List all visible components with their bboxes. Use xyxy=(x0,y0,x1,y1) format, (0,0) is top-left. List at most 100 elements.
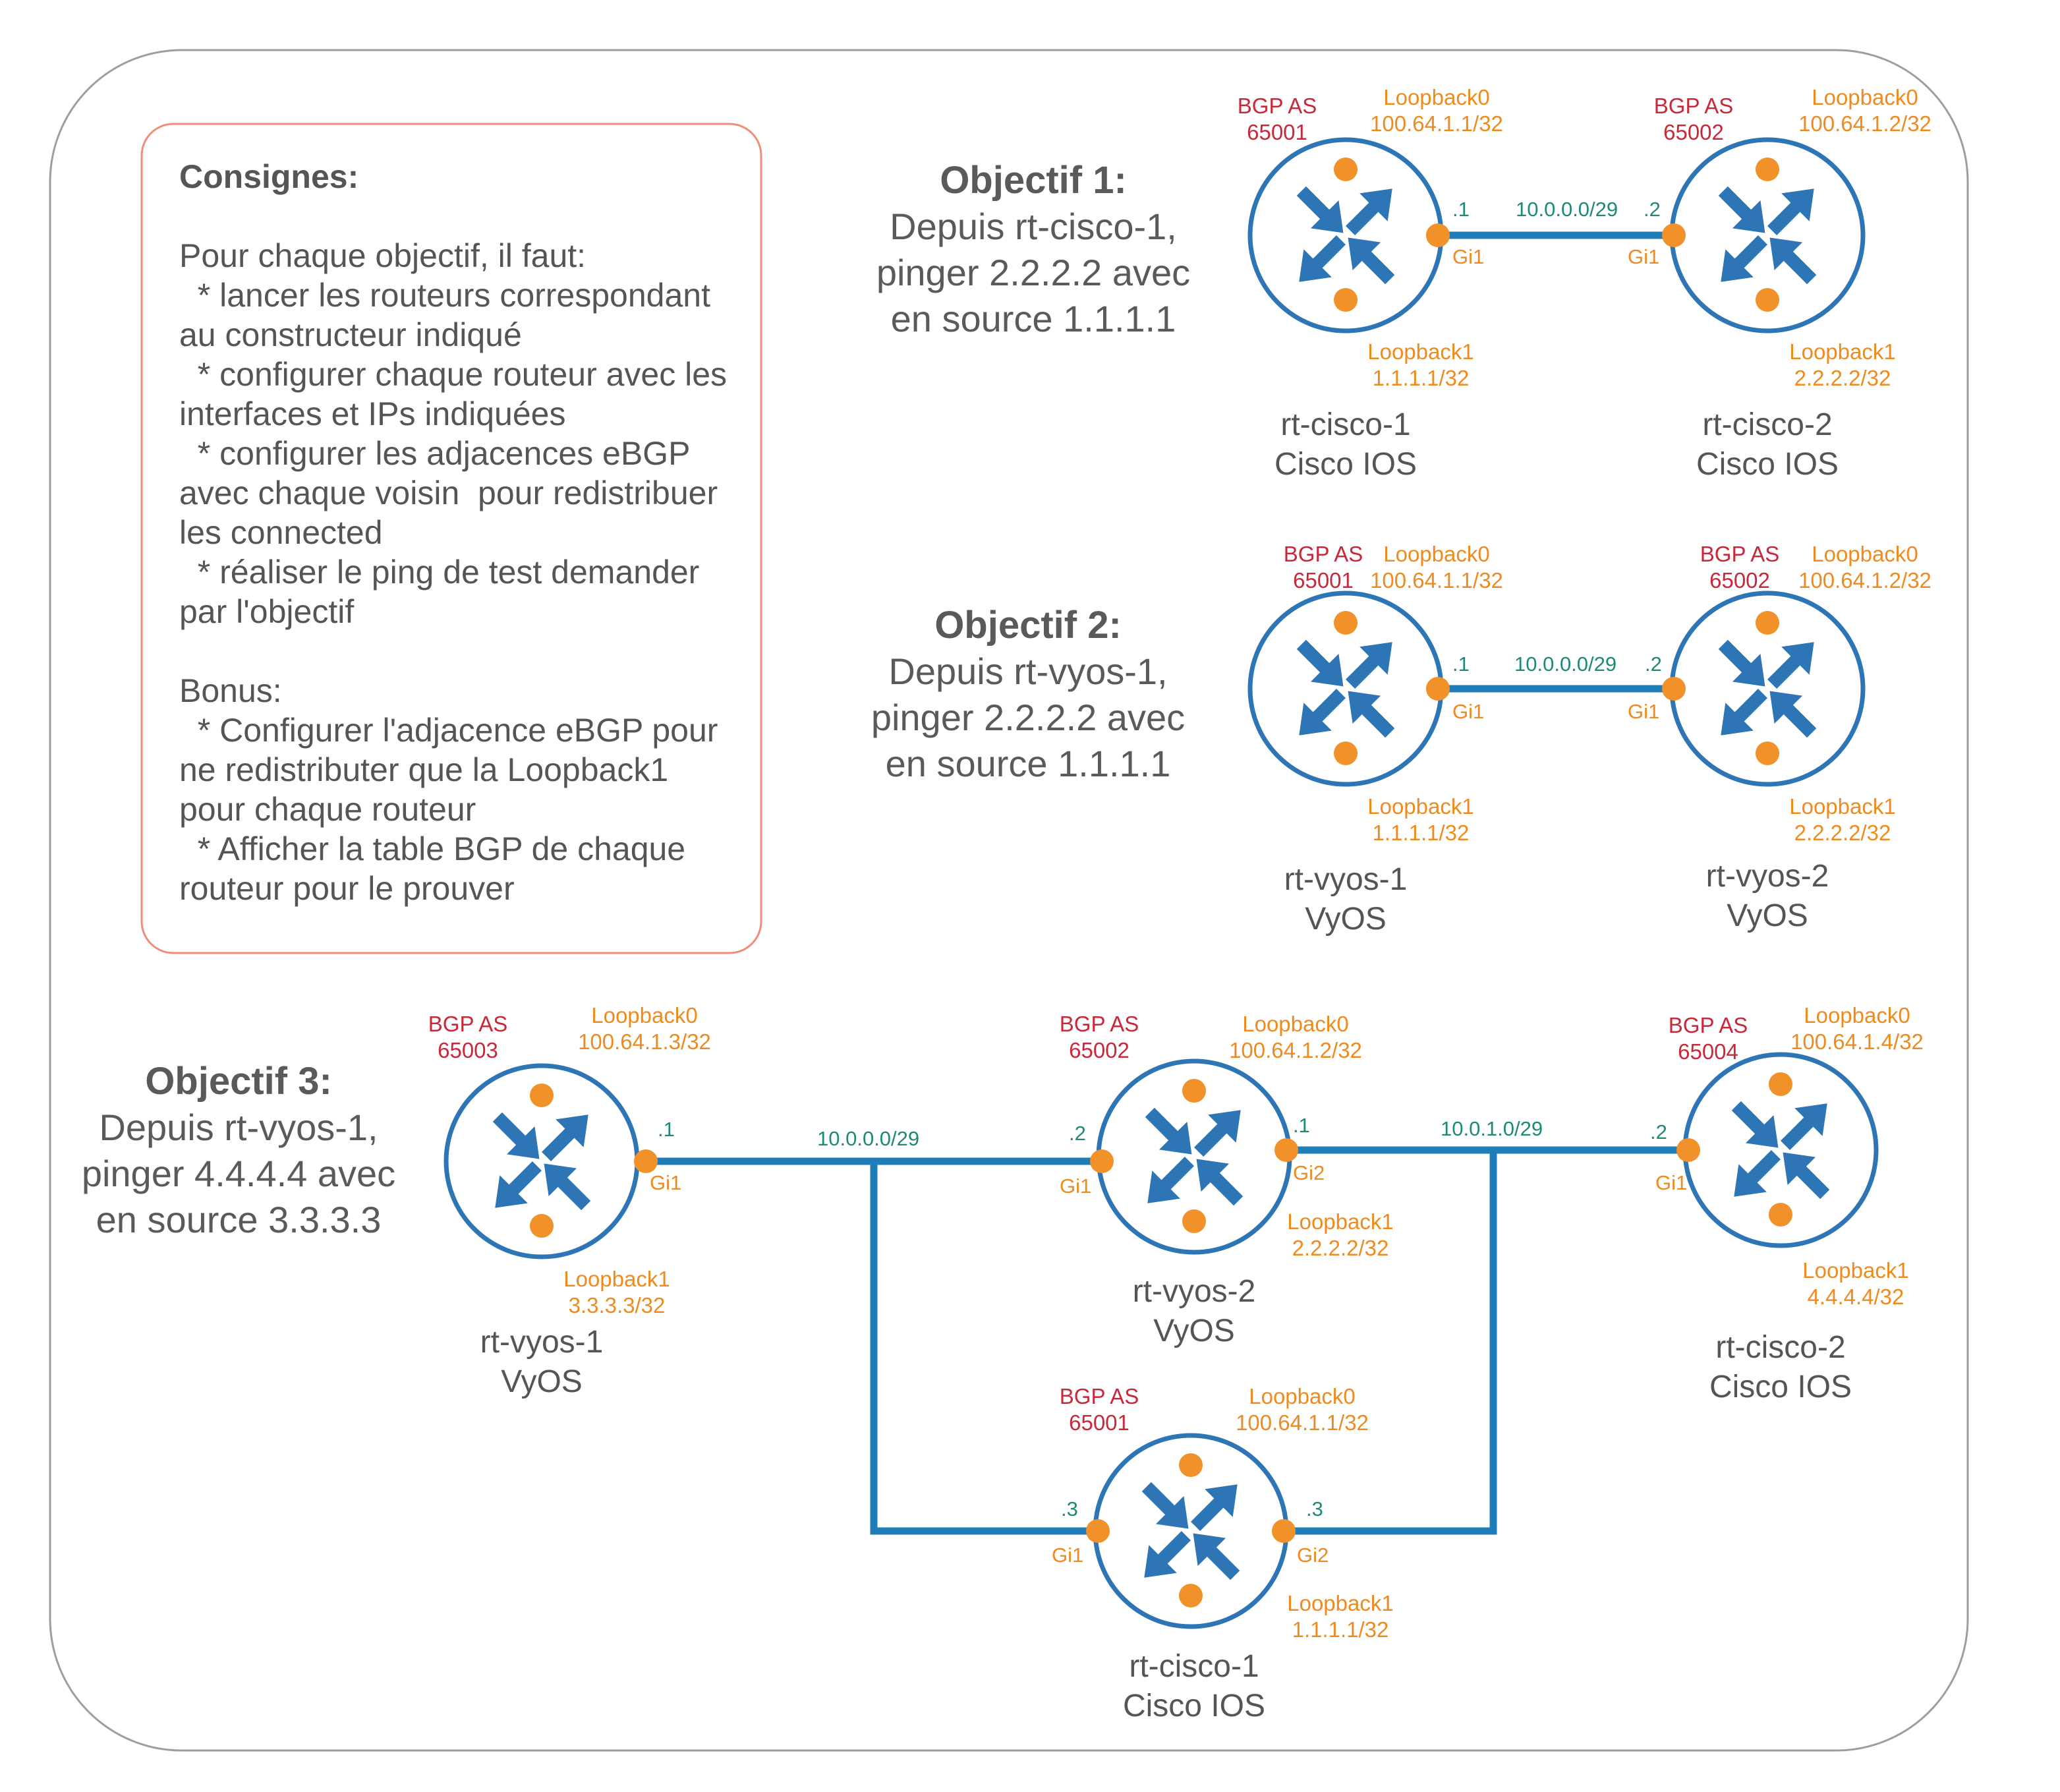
o1-link-labels: .1 Gi1 10.0.0.0/29 .2 Gi1 xyxy=(1452,198,1661,268)
objective-3-line: en source 3.3.3.3 xyxy=(96,1199,382,1240)
router-name: rt-vyos-2 xyxy=(1706,859,1829,894)
bgp-as-number: 65001 xyxy=(1247,120,1307,144)
port-gi1[interactable] xyxy=(1662,677,1686,701)
interface-name: Gi1 xyxy=(1452,245,1484,268)
loopback1-ip: 2.2.2.2/32 xyxy=(1292,1236,1389,1260)
loopback0-label: Loopback0 xyxy=(1383,85,1489,109)
bgp-as-label: BGP AS xyxy=(1060,1384,1139,1408)
router-os: VyOS xyxy=(1305,902,1387,937)
interface-ip: .1 xyxy=(1293,1114,1310,1137)
consignes-line: avec chaque voisin pour redistribuer xyxy=(179,475,718,511)
loopback0-ip: 100.64.1.2/32 xyxy=(1229,1038,1362,1062)
interface-name: Gi2 xyxy=(1297,1544,1329,1567)
consignes-line: * lancer les routeurs correspondant xyxy=(179,277,710,314)
objective-1-line: Depuis rt-cisco-1, xyxy=(890,206,1177,247)
o2-r2-labels: BGP AS 65002 Loopback0 100.64.1.2/32 Loo… xyxy=(1700,542,1931,933)
loopback0-label: Loopback0 xyxy=(591,1003,697,1027)
router-rt-cisco-1[interactable] xyxy=(1095,1435,1286,1627)
bgp-as-number: 65002 xyxy=(1709,568,1770,593)
objective-3-line: Depuis rt-vyos-1, xyxy=(99,1107,378,1148)
consignes-line: ne redistributer que la Loopback1 xyxy=(179,751,668,788)
loopback1-label: Loopback1 xyxy=(1802,1258,1908,1283)
bgp-as-number: 65001 xyxy=(1293,568,1354,593)
o3-link-labels: .1 Gi1 10.0.0.0/29 .2 Gi1 .1 Gi2 10.0.1.… xyxy=(650,1114,1687,1567)
objective-3-text: Objectif 3: Depuis rt-vyos-1, pinger 4.4… xyxy=(82,1060,395,1240)
consignes-panel: Consignes: Pour chaque objectif, il faut… xyxy=(140,123,762,954)
loopback0-label: Loopback0 xyxy=(1249,1384,1355,1408)
objective-3-line: pinger 4.4.4.4 avec xyxy=(82,1153,395,1194)
router-os: Cisco IOS xyxy=(1123,1689,1265,1723)
router-name: rt-cisco-1 xyxy=(1280,407,1410,442)
router-os: Cisco IOS xyxy=(1274,447,1417,482)
loopback0-ip: 100.64.1.1/32 xyxy=(1370,568,1503,593)
interface-ip: .3 xyxy=(1061,1497,1078,1520)
loopback1-label: Loopback1 xyxy=(1367,339,1473,364)
o3-vyos1-labels: BGP AS 65003 Loopback0 100.64.1.3/32 Loo… xyxy=(428,1003,711,1399)
interface-ip: .2 xyxy=(1644,198,1661,221)
bgp-as-label: BGP AS xyxy=(1700,542,1779,566)
consignes-line: Pour chaque objectif, il faut: xyxy=(179,237,586,274)
bgp-as-label: BGP AS xyxy=(1654,94,1733,118)
loopback0-label: Loopback0 xyxy=(1804,1003,1910,1027)
loopback1-ip: 2.2.2.2/32 xyxy=(1794,821,1891,845)
subnet-label: 10.0.1.0/29 xyxy=(1441,1117,1543,1140)
router-rt-cisco-1[interactable] xyxy=(1250,140,1441,331)
interface-name: Gi1 xyxy=(1628,700,1659,723)
bgp-as-label: BGP AS xyxy=(1284,542,1363,566)
interface-ip: .3 xyxy=(1306,1497,1323,1520)
loopback0-ip: 100.64.1.4/32 xyxy=(1790,1029,1924,1054)
objective-3-lan2-branch xyxy=(1284,1150,1497,1535)
interface-name: Gi1 xyxy=(1655,1171,1687,1194)
interface-ip: .2 xyxy=(1645,652,1662,676)
port-gi1[interactable] xyxy=(1426,677,1450,701)
loopback1-ip: 4.4.4.4/32 xyxy=(1808,1285,1904,1309)
consignes-line: pour chaque routeur xyxy=(179,791,476,828)
router-rt-vyos-2[interactable] xyxy=(1099,1061,1290,1252)
router-rt-cisco-2[interactable] xyxy=(1672,140,1863,331)
bgp-as-number: 65003 xyxy=(438,1038,498,1062)
router-rt-cisco-2[interactable] xyxy=(1685,1055,1876,1246)
port-gi1[interactable] xyxy=(1086,1519,1110,1543)
port-gi1[interactable] xyxy=(634,1149,658,1173)
loopback1-label: Loopback1 xyxy=(1367,794,1473,819)
interface-ip: .1 xyxy=(1452,652,1470,676)
port-gi2[interactable] xyxy=(1272,1519,1296,1543)
loopback0-ip: 100.64.1.1/32 xyxy=(1236,1410,1369,1435)
consignes-text: Consignes: Pour chaque objectif, il faut… xyxy=(179,158,736,907)
router-os: Cisco IOS xyxy=(1709,1370,1852,1404)
consignes-line: * configurer les adjacences eBGP xyxy=(179,435,690,472)
loopback1-ip: 1.1.1.1/32 xyxy=(1292,1617,1389,1642)
interface-name: Gi1 xyxy=(1452,700,1484,723)
interface-name: Gi1 xyxy=(1052,1544,1083,1567)
interface-name: Gi1 xyxy=(650,1171,681,1194)
loopback1-ip: 1.1.1.1/32 xyxy=(1373,366,1470,390)
router-os: VyOS xyxy=(501,1364,583,1399)
o1-r2-labels: BGP AS 65002 Loopback0 100.64.1.2/32 Loo… xyxy=(1654,85,1931,482)
port-gi1[interactable] xyxy=(1426,223,1450,247)
loopback1-label: Loopback1 xyxy=(563,1267,670,1291)
loopback1-ip: 2.2.2.2/32 xyxy=(1794,366,1891,390)
interface-name: Gi2 xyxy=(1293,1161,1325,1184)
router-rt-vyos-1[interactable] xyxy=(446,1066,637,1257)
port-gi2[interactable] xyxy=(1274,1138,1298,1162)
port-gi1[interactable] xyxy=(1090,1149,1114,1173)
objective-1-line: en source 1.1.1.1 xyxy=(891,298,1176,339)
loopback1-label: Loopback1 xyxy=(1287,1209,1393,1234)
router-rt-vyos-1[interactable] xyxy=(1250,593,1441,784)
loopback0-ip: 100.64.1.2/32 xyxy=(1798,111,1931,136)
consignes-line: * réaliser le ping de test demander xyxy=(179,554,699,591)
loopback1-ip: 3.3.3.3/32 xyxy=(569,1293,666,1317)
router-os: VyOS xyxy=(1727,898,1808,933)
router-rt-vyos-2[interactable] xyxy=(1672,593,1863,784)
loopback1-label: Loopback1 xyxy=(1789,794,1895,819)
objective-3-title: Objectif 3: xyxy=(145,1060,332,1103)
port-gi1[interactable] xyxy=(1676,1138,1700,1162)
port-gi1[interactable] xyxy=(1662,223,1686,247)
loopback0-ip: 100.64.1.1/32 xyxy=(1370,111,1503,136)
bgp-as-number: 65002 xyxy=(1663,120,1724,144)
interface-ip: .1 xyxy=(658,1118,675,1141)
objective-2-line: Depuis rt-vyos-1, xyxy=(888,650,1167,692)
consignes-bonus-title: Bonus: xyxy=(179,672,282,709)
consignes-line: * configurer chaque routeur avec les xyxy=(179,356,727,393)
interface-ip: .1 xyxy=(1452,198,1470,221)
